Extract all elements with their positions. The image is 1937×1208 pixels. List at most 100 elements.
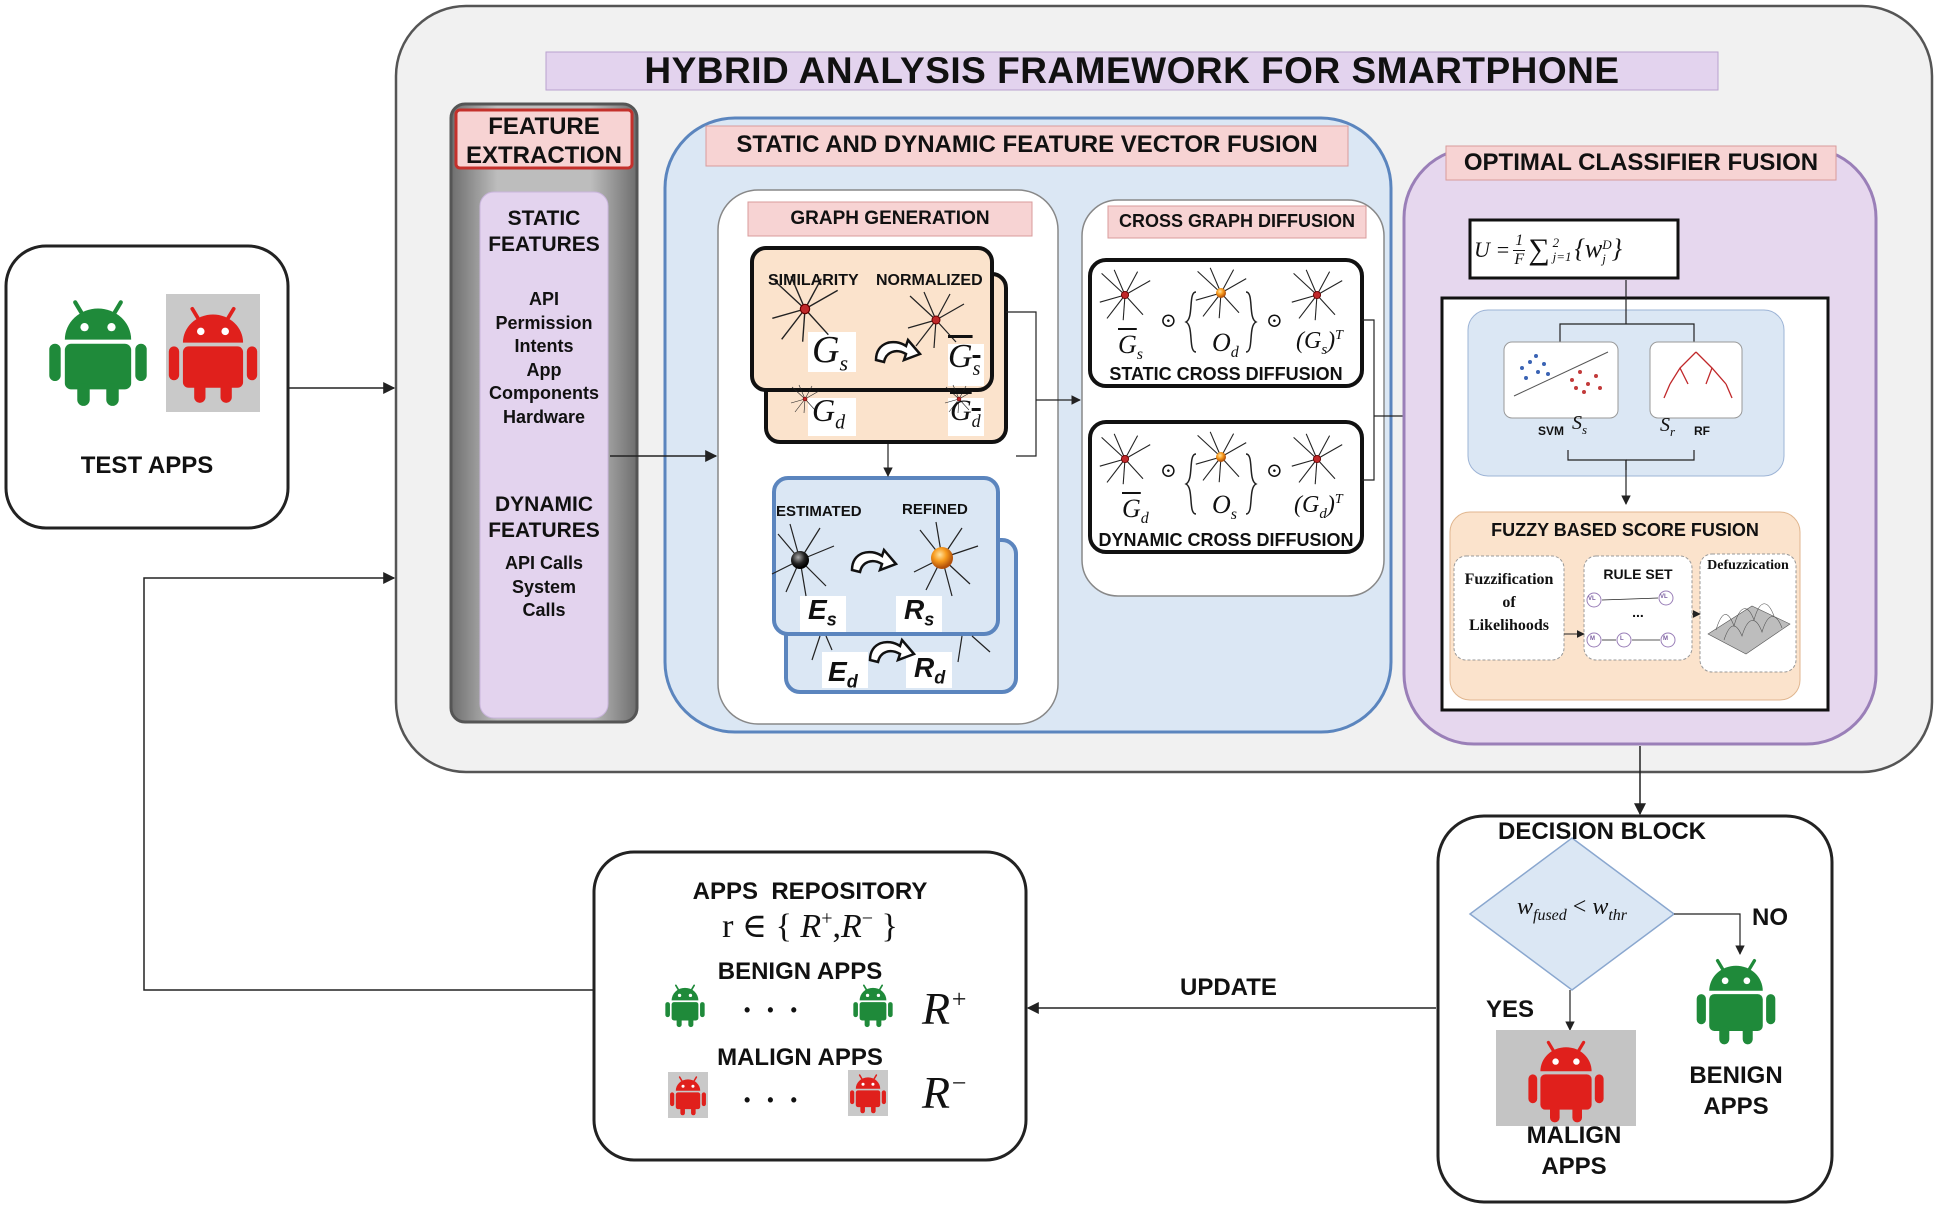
rplus-label: R+ (922, 982, 968, 1035)
rplus-symbol: R (922, 983, 951, 1034)
dynamic-features-title: DYNAMIC FEATURES (480, 492, 608, 544)
static-cross-o: Od (1212, 328, 1239, 362)
formula-sub: j=1 (1552, 249, 1572, 264)
rule-dots: ... (1632, 604, 1644, 620)
formula-body-sub: j (1602, 250, 1606, 266)
dynamic-odot-1: ⊙ (1160, 460, 1177, 482)
rule-set-label: RULE SET (1603, 566, 1673, 582)
static-title-line1: STATIC (507, 207, 581, 230)
fuzzification-line2: of (1502, 594, 1516, 611)
benign-apps-label: BENIGN APPS (717, 958, 883, 985)
repository-set: r ∈ { R+,R− } (594, 906, 1026, 946)
decision-title: DECISION BLOCK (1497, 818, 1706, 845)
dynamic-term-g: G (1122, 494, 1141, 523)
dynamic-sub-g: d (1140, 510, 1149, 528)
refined-label: REFINED (902, 501, 968, 518)
ed-symbol: E (828, 656, 847, 687)
ss-label: Ss (1572, 412, 1587, 438)
rs-symbol: R (904, 594, 925, 625)
gs-bar-subscript: s (972, 357, 981, 380)
sr-symbol: S (1660, 414, 1670, 436)
malign-result-label: MALIGN APPS (1504, 1120, 1644, 1182)
static-features-list: API Permission Intents App Components Ha… (480, 288, 608, 429)
dynamic-sup-t: T (1334, 492, 1343, 507)
no-label: NO (1752, 904, 1788, 931)
formula-body-sup: D (1602, 236, 1612, 252)
benign-dots: • • • (744, 1000, 803, 1020)
rd-symbol: R (914, 652, 935, 683)
static-odot-1: ⊙ (1160, 310, 1177, 332)
rule-node-label: VL (1660, 594, 1668, 600)
dynamic-sub-gt: d (1319, 505, 1327, 522)
gs-subscript: s (839, 350, 849, 376)
static-cross-gt: (Gs)T (1296, 328, 1343, 359)
repository-title: APPS REPOSITORY (692, 878, 928, 905)
rminus-label: R− (922, 1066, 968, 1119)
static-term-close: ) (1327, 328, 1336, 354)
dynamic-cross-o: Os (1212, 490, 1237, 524)
static-term-gt: (G (1296, 328, 1322, 354)
benign-line2: APPS (1703, 1093, 1769, 1120)
rule-node-label: VL (1588, 596, 1596, 602)
static-sub-gt: s (1321, 341, 1328, 358)
rd-label: Rd (914, 652, 945, 689)
decision-condition: wfused < wthr (1470, 894, 1674, 925)
set-rplus: R (800, 908, 822, 945)
static-feature-item: API (528, 289, 559, 309)
gs-symbol: G (812, 329, 840, 371)
malign-apps-label: MALIGN APPS (717, 1044, 883, 1071)
dynamic-title-line1: DYNAMIC (495, 493, 593, 516)
static-sup-t: T (1335, 328, 1343, 343)
yes-label: YES (1486, 996, 1535, 1023)
title-bar (545, 51, 1719, 91)
gs-label: Gs (812, 328, 848, 377)
gd-bar-subscript: d (971, 411, 981, 431)
formula-sum: ∑ (1528, 233, 1550, 266)
malign-line1: MALIGN (1526, 1122, 1622, 1149)
set-close: } (881, 908, 898, 945)
static-feature-item: Permission (495, 312, 593, 333)
benign-line1: BENIGN (1689, 1062, 1783, 1089)
classifier-title: OPTIMAL CLASSIFIER FUSION (1463, 149, 1819, 176)
rs-subscript: s (924, 609, 935, 630)
feature-extraction-title: FEATURE EXTRACTION (456, 112, 632, 170)
es-label: Es (808, 594, 837, 631)
static-features-title: STATIC FEATURES (480, 206, 608, 258)
condition-operator: < (1572, 894, 1587, 920)
ss-subscript: s (1582, 422, 1588, 437)
dynamic-term-gt: (G (1294, 492, 1320, 518)
static-feature-item: App (526, 359, 562, 380)
dynamic-feature-item: Calls (522, 600, 566, 620)
static-term-g: G (1118, 330, 1137, 359)
feature-extraction-title-line1: FEATURE (488, 113, 600, 140)
update-label: UPDATE (1180, 974, 1277, 1001)
formula-box (1468, 218, 1680, 280)
normalized-label: NORMALIZED (876, 272, 983, 289)
static-term-o: O (1212, 328, 1231, 357)
dynamic-cross-formula: Gd (1122, 494, 1149, 528)
rule-node-label: M (1663, 636, 1668, 642)
gd-symbol: G (812, 392, 836, 428)
rminus-sup: − (950, 1068, 968, 1098)
formula-fraction: 1 F (1513, 232, 1526, 269)
static-feature-item: Hardware (502, 406, 586, 427)
es-symbol: E (808, 594, 827, 625)
static-sub-g: s (1136, 346, 1144, 364)
dynamic-cross-gt: (Gd)T (1294, 492, 1343, 523)
static-sub-o: d (1230, 344, 1239, 362)
set-comma: , (832, 908, 841, 945)
static-title-line2: FEATURES (488, 233, 600, 256)
formula-body-w: {w (1574, 234, 1603, 264)
gs-bar-label: Gs (948, 338, 980, 381)
gd-bar-symbol: G (950, 394, 972, 427)
dynamic-term-close: ) (1326, 492, 1335, 518)
dynamic-sub-o: s (1230, 506, 1238, 524)
set-rminus: R (840, 908, 862, 945)
gd-bar-label: Gd (950, 394, 981, 432)
static-odot-2: ⊙ (1266, 310, 1283, 332)
formula-sup: 2 (1552, 235, 1560, 250)
ed-label: Ed (828, 656, 858, 693)
condition-sub-thr: thr (1608, 906, 1628, 924)
gd-label: Gd (812, 392, 845, 434)
sr-subscript: r (1670, 424, 1676, 439)
